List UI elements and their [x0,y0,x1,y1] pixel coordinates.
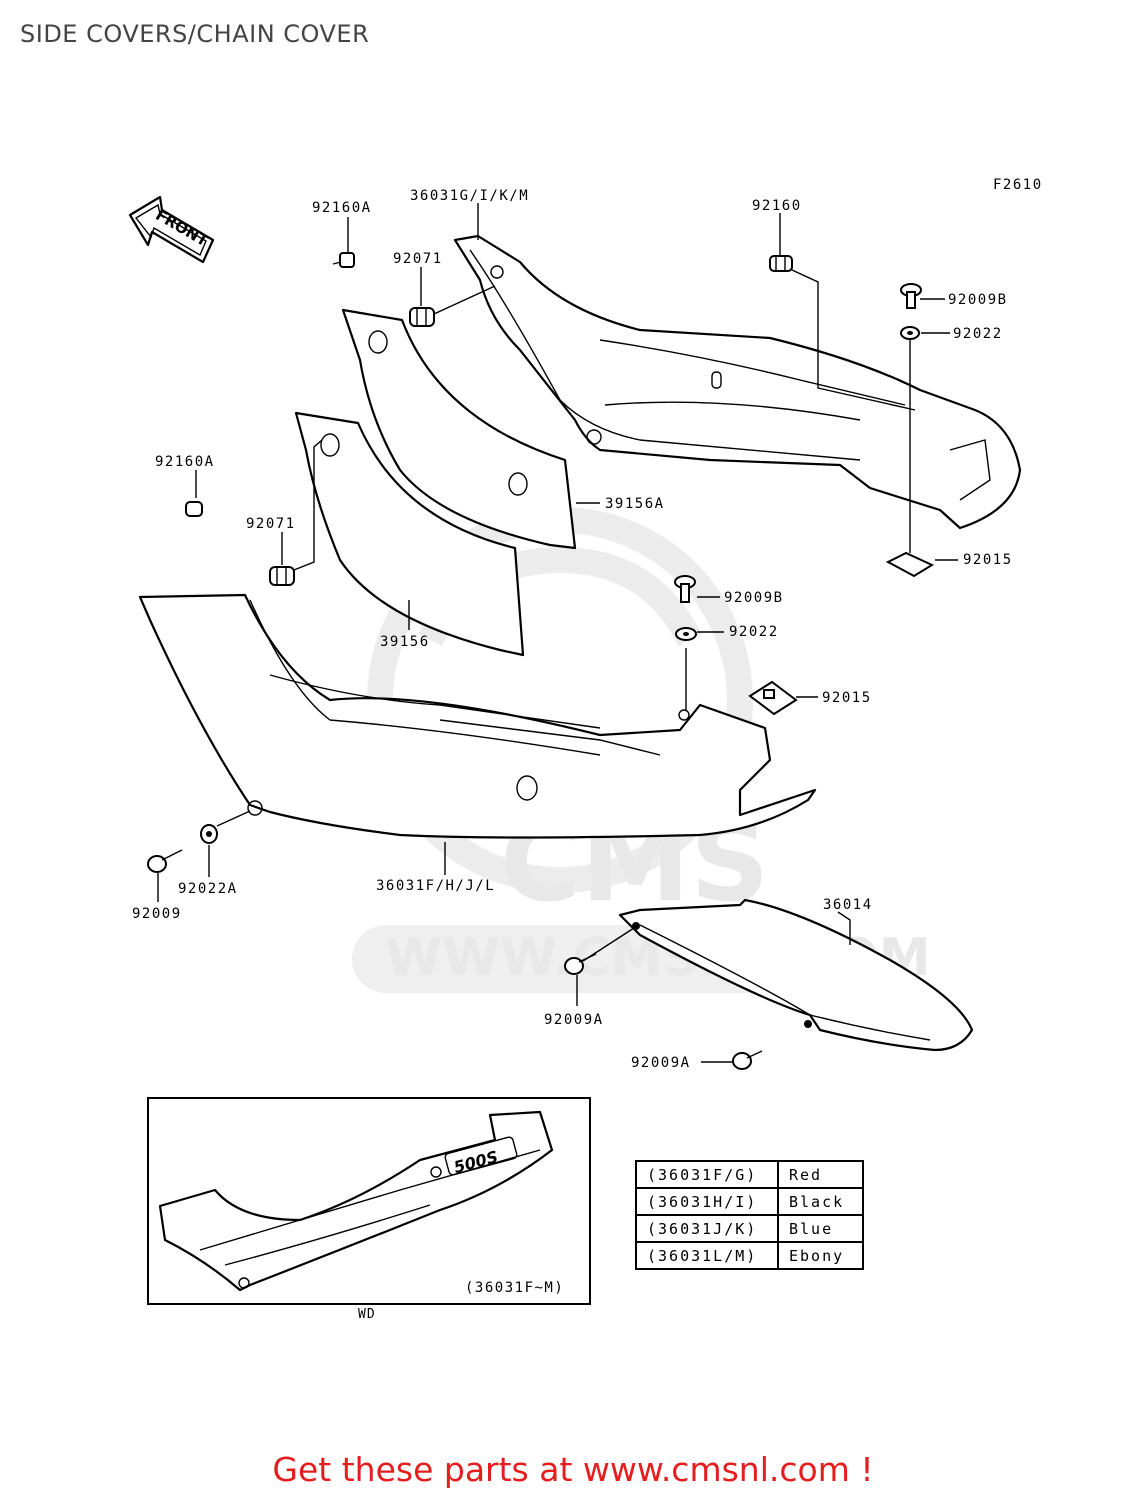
parts-diagram: CMS WWW.CMSNL.COM F2610 FRONT [128,177,1043,1292]
damper-92160a-left-icon [185,501,203,517]
callout-92015-top: 92015 [963,552,1013,568]
washer-92022a-icon [200,824,218,844]
callout-36031g-i-k-m: 36031G/I/K/M [410,188,529,204]
inset-side-cover-drawing: 500S [158,1110,554,1292]
inset-frame [147,1097,591,1305]
bolt-92009a-bottom-icon [732,1050,763,1070]
page-title: SIDE COVERS/CHAIN COVER [20,20,370,48]
callout-92009: 92009 [132,906,182,922]
part-code-cell: (36031H/I) [635,1187,779,1216]
nut-92015-mid-icon [748,680,798,716]
part-code-cell: (36031J/K) [635,1214,779,1243]
inset-sub-label: WD [358,1307,376,1322]
table-row: (36031L/M) Ebony [635,1241,864,1270]
grommet-92071-left-icon [269,566,295,586]
chain-cover [618,898,974,1052]
leader-lines [157,203,958,1063]
panel-39156a [341,308,577,550]
table-row: (36031J/K) Blue [635,1214,864,1243]
callout-92009b-top: 92009B [948,292,1008,308]
color-cell: Black [777,1187,864,1216]
callout-92071-left: 92071 [246,516,296,532]
inset-caption: (36031F~M) [465,1280,565,1296]
color-variant-table: (36031F/G) Red (36031H/I) Black (36031J/… [635,1160,864,1270]
callout-92071-top: 92071 [393,251,443,267]
callout-36014: 36014 [823,897,873,913]
callout-92160: 92160 [752,198,802,214]
part-code-cell: (36031F/G) [635,1160,779,1189]
bolt-92009b-top-icon [900,283,922,309]
table-row: (36031H/I) Black [635,1187,864,1216]
callout-92160a-top: 92160A [312,200,372,216]
callout-92015-mid: 92015 [822,690,872,706]
figure-code: F2610 [993,177,1043,193]
callout-92022-mid: 92022 [729,624,779,640]
washer-92022-mid-icon [675,627,697,641]
callout-92022-top: 92022 [953,326,1003,342]
color-cell: Ebony [777,1241,864,1270]
bolt-92009-icon [147,849,183,873]
grommet-92071-top-icon [409,307,435,327]
callout-36031f-h-j-l: 36031F/H/J/L [376,878,495,894]
callout-39156a: 39156A [605,496,665,512]
side-cover-upper [453,234,1022,530]
grommet-92160-icon [769,255,793,272]
side-cover-lower [138,593,817,839]
washer-92022-top-icon [900,326,920,340]
callout-92009a-bottom: 92009A [631,1055,691,1071]
callout-39156: 39156 [380,634,430,650]
bolt-92009b-mid-icon [674,575,696,603]
part-code-cell: (36031L/M) [635,1241,779,1270]
nut-92015-top-icon [885,551,935,578]
footer-cta-link[interactable]: Get these parts at www.cmsnl.com ! [272,1450,874,1489]
panel-39156 [294,411,525,657]
callout-92022a: 92022A [178,881,238,897]
callout-92009a-mid: 92009A [544,1012,604,1028]
color-cell: Blue [777,1214,864,1243]
table-row: (36031F/G) Red [635,1160,864,1189]
damper-92160a-top-icon [332,252,355,268]
callout-92160a-left: 92160A [155,454,215,470]
color-cell: Red [777,1160,864,1189]
callout-92009b-mid: 92009B [724,590,784,606]
front-arrow-icon: FRONT [128,195,215,264]
